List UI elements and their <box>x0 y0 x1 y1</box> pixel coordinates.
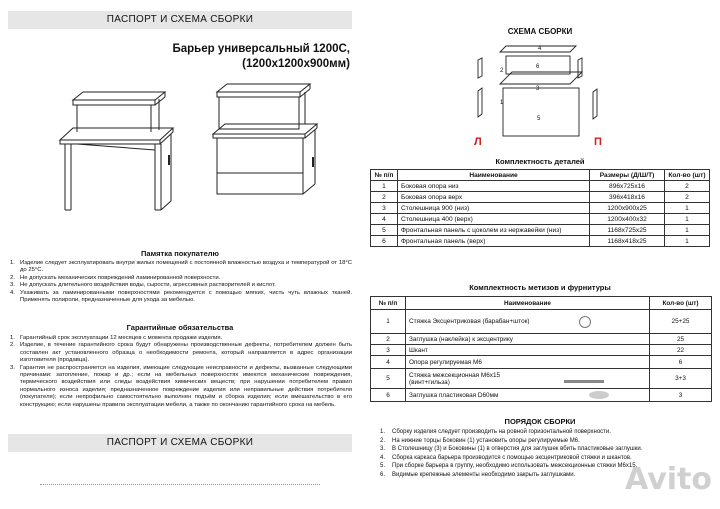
label-right: П <box>594 136 602 148</box>
part-label-3: 3 <box>536 86 540 92</box>
barrier-drawing-front <box>211 83 319 195</box>
list-item: 4.Ухаживать за ламинированными поверхнос… <box>10 289 352 304</box>
list-item: 1.Гарантийный срок эксплуатации 12 месяц… <box>10 335 223 341</box>
list-item: 3.Не допускать длительного воздействия в… <box>10 282 276 289</box>
table-header-row: № п/п Наименование Кол-во (шт) <box>370 296 712 310</box>
parts-table: № п/п Наименование Размеры (Д/Ш/Т) Кол-в… <box>370 169 710 247</box>
list-item: 3.Гарантия не распространяется на издели… <box>10 364 352 408</box>
list-item: 6.Видимые крепежные элементы необходимо … <box>380 471 576 478</box>
connector-screw-icon <box>564 380 604 384</box>
assembly-diagram <box>477 45 598 137</box>
list-item: 2.Не допускать механических повреждений … <box>10 274 221 281</box>
order-title: ПОРЯДОК СБОРКИ <box>504 417 576 426</box>
part-label-1: 1 <box>500 100 504 106</box>
list-item: 1.Сборку изделия следует производить на … <box>380 429 611 435</box>
part-label-6: 6 <box>536 64 540 70</box>
header-top: ПАСПОРТ И СХЕМА СБОРКИ <box>8 11 352 29</box>
list-item: 3.В Столешницу (3) и Боковины (1) в отве… <box>380 446 643 453</box>
plastic-cap-icon <box>589 391 609 399</box>
product-title: Барьер универсальный 1200С, (1200х1200х9… <box>110 42 350 72</box>
product-title-line2: (1200х1200х900мм) <box>242 58 350 70</box>
right-half: СХЕМА СБОРКИ 4 6 3 5 2 1 Л П Комплектнос… <box>360 0 720 509</box>
list-item: 1.Изделие следует эксплуатировать внутри… <box>10 260 352 274</box>
memo-list: 1.Изделие следует эксплуатировать внутри… <box>10 260 352 304</box>
cutoff-text-line <box>40 484 320 487</box>
warranty-title: Гарантийные обязательства <box>126 323 234 332</box>
header-bottom: ПАСПОРТ И СХЕМА СБОРКИ <box>8 434 352 452</box>
list-item: 5.При сборке барьера в группу, необходим… <box>380 463 638 470</box>
scheme-title: СХЕМА СБОРКИ <box>507 27 573 36</box>
barrier-drawing-open <box>58 91 175 211</box>
warranty-list: 1.Гарантийный срок эксплуатации 12 месяц… <box>10 335 352 409</box>
table-header-row: № п/п Наименование Размеры (Д/Ш/Т) Кол-в… <box>370 169 710 181</box>
hardware-title: Комплектность метизов и фурнитуры <box>469 283 611 292</box>
list-item: 4.Сборка каркаса барьера производится с … <box>380 454 632 461</box>
list-item: 2.На нижние торцы Боковин (1) установить… <box>380 437 580 444</box>
memo-title: Памятка покупателю <box>141 249 219 258</box>
left-half: ПАСПОРТ И СХЕМА СБОРКИ Барьер универсаль… <box>8 11 352 487</box>
avito-watermark: Avito <box>625 462 712 497</box>
list-item: 2.Изделие, в течение гарантийного срока … <box>10 342 352 364</box>
order-list: 1.Сборку изделия следует производить на … <box>380 428 710 480</box>
parts-title: Комплектность деталей <box>495 157 585 166</box>
part-label-2: 2 <box>500 68 504 74</box>
label-left: Л <box>474 136 482 148</box>
part-label-4: 4 <box>538 46 542 52</box>
product-title-line1: Барьер универсальный 1200С, <box>172 43 350 55</box>
cam-lock-icon <box>579 315 591 328</box>
part-label-5: 5 <box>537 116 541 122</box>
